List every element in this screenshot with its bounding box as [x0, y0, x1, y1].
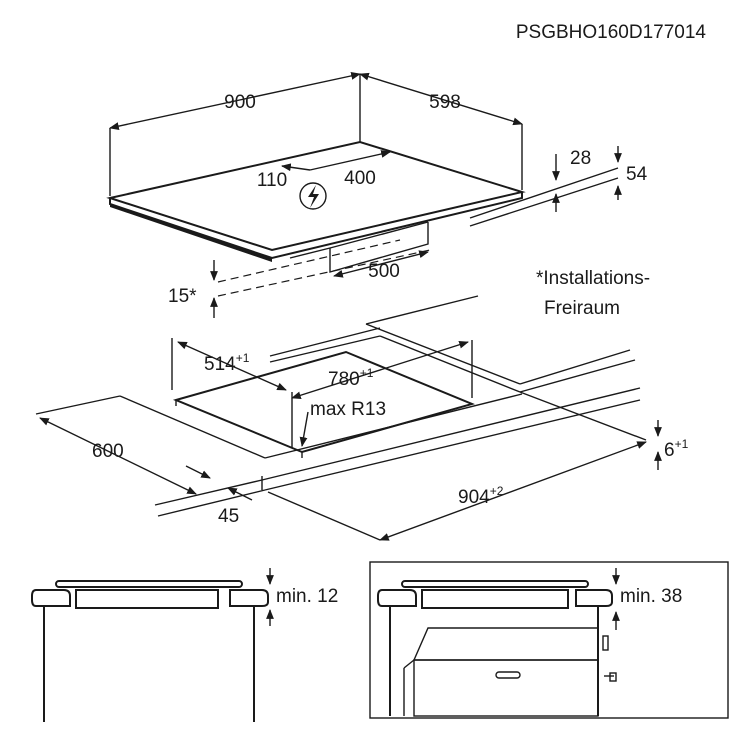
cutout-width-label: 780+1	[328, 366, 374, 390]
worktop-depth-label: 600	[92, 441, 124, 462]
install-oven-view: min. 38	[369, 561, 729, 719]
rebate-width-label: 904+2	[458, 484, 504, 508]
oven-handle	[495, 671, 521, 679]
hob-drawing: 900 598 110 400 28 54 15* 500	[106, 72, 648, 318]
document-code: PSGBHO160D177014	[516, 22, 707, 43]
thickness-28-label: 28	[570, 148, 591, 169]
cutout-depth-label: 514+1	[204, 351, 250, 375]
box-width-label: 500	[368, 261, 400, 282]
hob-depth-label: 598	[429, 92, 461, 113]
oven-view-frame	[369, 561, 729, 719]
installation-note-line1: *Installations-	[536, 268, 650, 289]
install-drawer-view: min. 12	[31, 568, 338, 722]
front-distance-label: 45	[218, 506, 239, 527]
worktop-cutout-drawing: 514+1 780+1 max R13 600 45 904+2 6+1	[35, 295, 689, 541]
conn-400-label: 400	[344, 168, 376, 189]
clearance-label: 15*	[168, 286, 197, 307]
hob-frame-front	[110, 204, 272, 262]
lightning-bolt-icon	[299, 182, 327, 210]
min-38-label: min. 38	[620, 586, 682, 607]
min-12-label: min. 12	[276, 586, 338, 607]
conn-110-label: 110	[257, 170, 287, 191]
installation-note-line2: Freiraum	[544, 298, 620, 319]
rebate-depth-label: 6+1	[664, 437, 689, 461]
corner-radius-label: max R13	[310, 399, 386, 420]
thickness-54-label: 54	[626, 164, 648, 185]
hob-width-label: 900	[224, 92, 256, 113]
cutout-opening	[172, 350, 476, 454]
